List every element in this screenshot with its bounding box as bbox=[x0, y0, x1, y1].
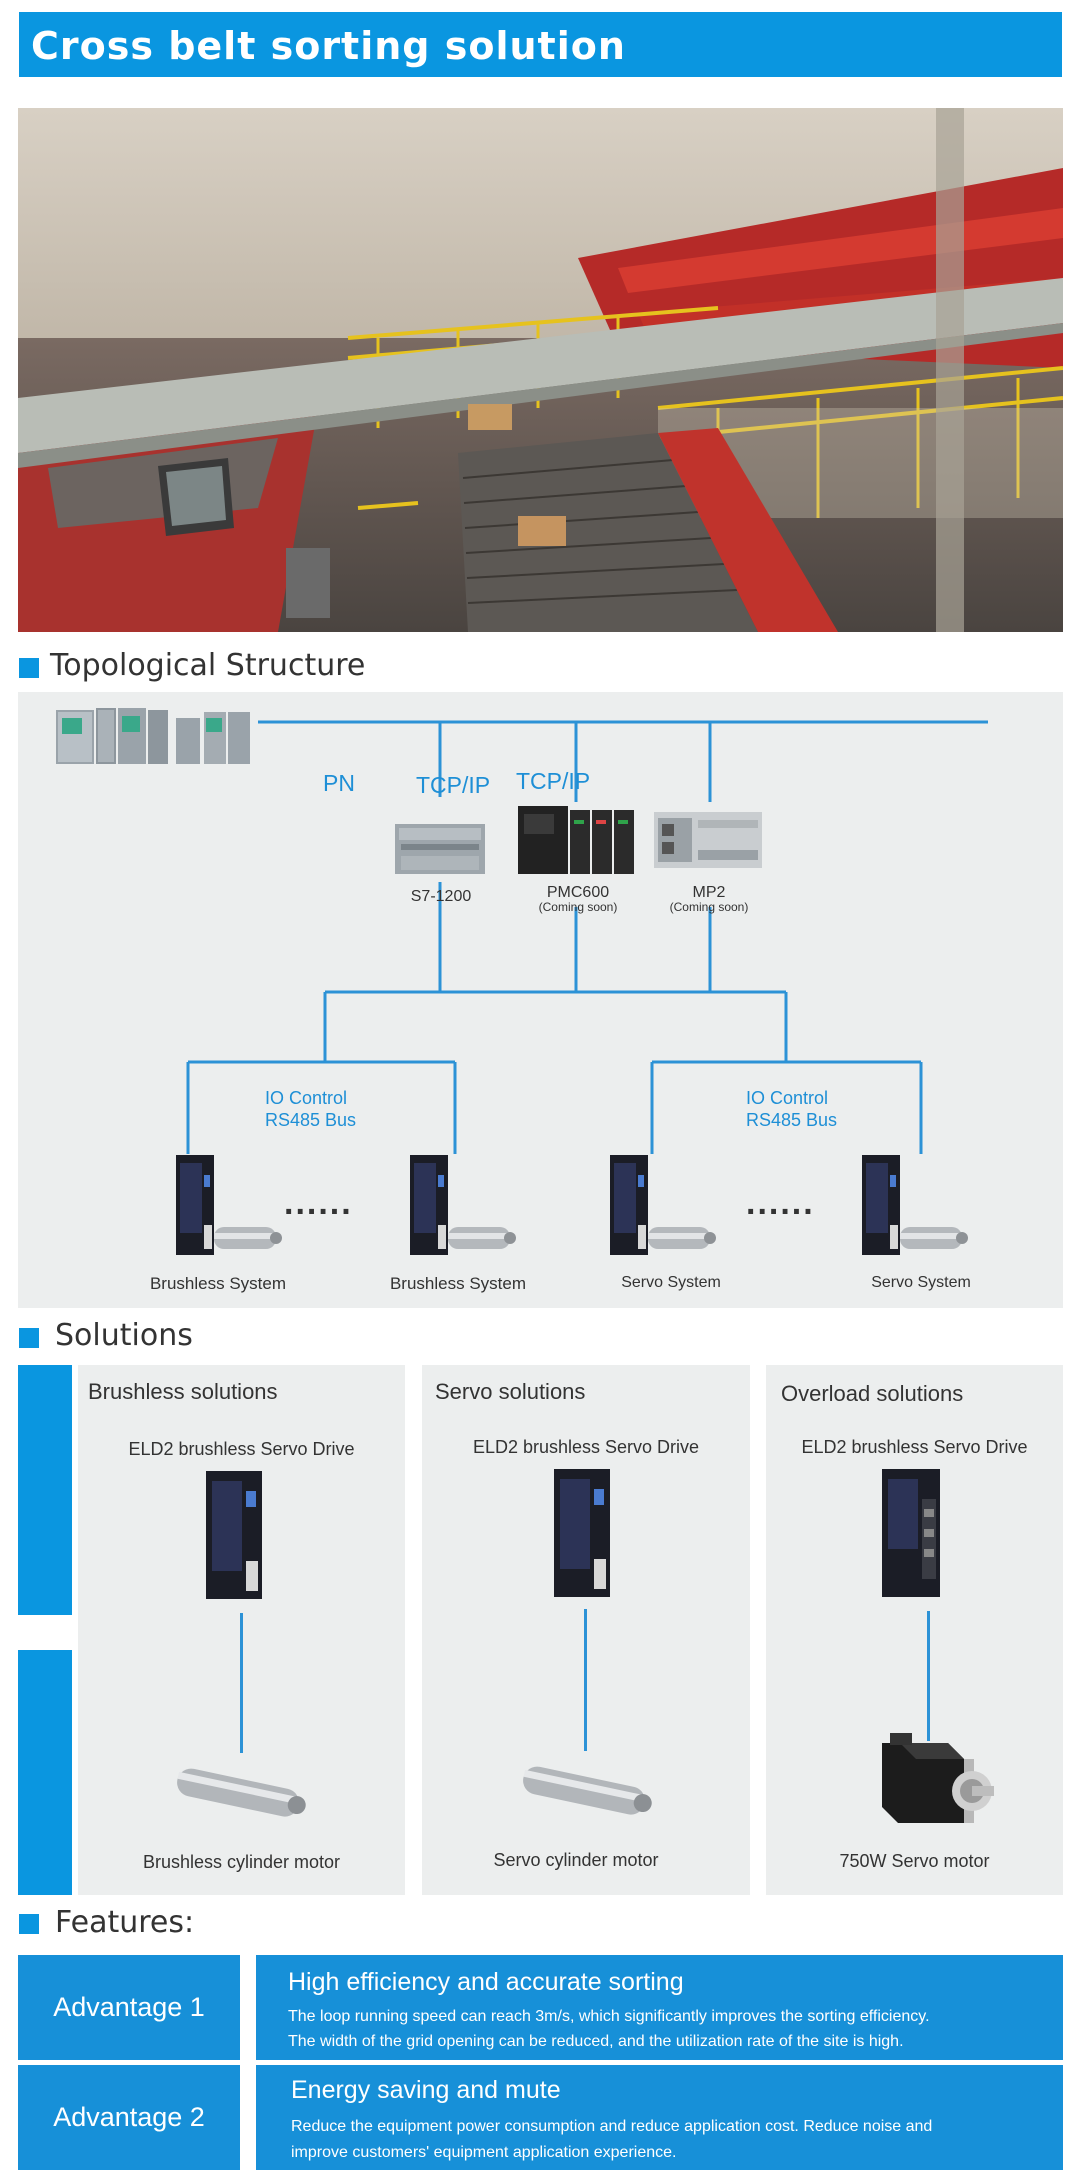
solutions-side-bar-bottom bbox=[18, 1650, 72, 1895]
connector-line bbox=[240, 1613, 243, 1753]
cylinder-motor-icon bbox=[177, 1768, 306, 1817]
section-marker bbox=[19, 1328, 39, 1348]
bus-left-line1: IO Control bbox=[265, 1088, 348, 1108]
solution-panel-servo: Servo solutions ELD2 brushless Servo Dri… bbox=[422, 1365, 750, 1895]
advantage-detail-2: Energy saving and mute Reduce the equipm… bbox=[256, 2065, 1063, 2170]
solution-drive-label: ELD2 brushless Servo Drive bbox=[128, 1439, 355, 1459]
servo-unit-2 bbox=[854, 1155, 974, 1270]
servo-motor-icon bbox=[882, 1733, 994, 1823]
pmc600-icon bbox=[518, 806, 634, 874]
bus-left-line2: RS485 Bus bbox=[265, 1110, 357, 1130]
connector-line bbox=[927, 1611, 930, 1741]
plc-rack-icon bbox=[56, 708, 250, 764]
topology-diagram: PN TCP/IP TCP/IP S7-1200 PMC600 (Coming … bbox=[18, 692, 1063, 1308]
topology-lines bbox=[186, 720, 988, 1154]
sorting-facility-photo bbox=[18, 108, 1063, 632]
bus-right-line1: IO Control bbox=[746, 1088, 829, 1108]
ellipsis-right: ...... bbox=[746, 1184, 815, 1222]
link-label-pn: PN bbox=[323, 770, 355, 796]
servo-drive-icon bbox=[882, 1469, 940, 1597]
solutions-title: Solutions bbox=[55, 1318, 193, 1353]
system-label-3: Servo System bbox=[621, 1274, 721, 1291]
s7-1200-icon bbox=[395, 824, 485, 874]
solution-drive-label: ELD2 brushless Servo Drive bbox=[472, 1437, 700, 1457]
controller-note-pmc600: (Coming soon) bbox=[538, 900, 618, 914]
controller-name-mp2: MP2 bbox=[692, 884, 726, 901]
servo-unit-1 bbox=[602, 1155, 722, 1270]
solution-motor-label: Brushless cylinder motor bbox=[142, 1852, 341, 1872]
servo-drive-icon bbox=[206, 1471, 262, 1599]
advantage-heading-2: Energy saving and mute bbox=[291, 2076, 561, 2104]
solution-motor-label: 750W Servo motor bbox=[839, 1851, 990, 1871]
topology-title: Topological Structure bbox=[50, 648, 366, 683]
solutions-side-bar-top bbox=[18, 1365, 72, 1615]
solution-panel-overload: Overload solutions ELD2 brushless Servo … bbox=[766, 1365, 1063, 1895]
controller-note-mp2: (Coming soon) bbox=[669, 900, 749, 914]
brushless-unit-2 bbox=[402, 1155, 522, 1270]
page-title-bar: Cross belt sorting solution bbox=[19, 12, 1062, 77]
advantage-label-2: Advantage 2 bbox=[18, 2065, 240, 2170]
system-label-1: Brushless System bbox=[149, 1274, 287, 1293]
servo-drive-motor-icon bbox=[410, 1155, 516, 1255]
connector-line bbox=[584, 1609, 587, 1751]
advantage-text-2b: improve customers' equipment application… bbox=[291, 2144, 677, 2161]
link-label-tcp-1: TCP/IP bbox=[416, 772, 491, 798]
bus-label-left: IO Control RS485 Bus bbox=[265, 1087, 356, 1131]
system-label-4: Servo System bbox=[871, 1274, 971, 1291]
system-label-2: Brushless System bbox=[389, 1274, 527, 1293]
solution-title: Overload solutions bbox=[781, 1381, 964, 1406]
solution-drive-label: ELD2 brushless Servo Drive bbox=[801, 1437, 1028, 1457]
mp2-icon bbox=[654, 812, 762, 868]
advantage-text-2a: Reduce the equipment power consumption a… bbox=[291, 2118, 933, 2135]
cylinder-motor-icon bbox=[523, 1766, 652, 1815]
controller-name-s7-1200: S7-1200 bbox=[410, 888, 472, 905]
page-title: Cross belt sorting solution bbox=[31, 24, 626, 68]
link-label-tcp-2: TCP/IP bbox=[516, 768, 591, 794]
solution-title: Servo solutions bbox=[435, 1379, 586, 1404]
features-title: Features: bbox=[55, 1905, 195, 1940]
advantage-label-1: Advantage 1 bbox=[18, 1955, 240, 2060]
servo-drive-icon bbox=[554, 1469, 610, 1597]
controller-name-pmc600: PMC600 bbox=[546, 884, 610, 901]
advantage-text-1a: The loop running speed can reach 3m/s, w… bbox=[288, 2008, 930, 2025]
brushless-unit-1 bbox=[168, 1155, 288, 1270]
servo-drive-motor-icon bbox=[176, 1155, 282, 1255]
servo-drive-motor-icon bbox=[862, 1155, 968, 1255]
bus-label-right: IO Control RS485 Bus bbox=[746, 1087, 837, 1131]
advantage-text-1b: The width of the grid opening can be red… bbox=[288, 2033, 904, 2050]
bus-right-line2: RS485 Bus bbox=[746, 1110, 838, 1130]
advantage-detail-1: High efficiency and accurate sorting The… bbox=[256, 1955, 1063, 2060]
solution-motor-label: Servo cylinder motor bbox=[493, 1850, 659, 1870]
section-marker bbox=[19, 1914, 39, 1934]
solution-title: Brushless solutions bbox=[88, 1379, 278, 1404]
advantage-heading-1: High efficiency and accurate sorting bbox=[288, 1968, 684, 1996]
servo-drive-motor-icon bbox=[610, 1155, 716, 1255]
solution-panel-brushless: Brushless solutions ELD2 brushless Servo… bbox=[78, 1365, 405, 1895]
ellipsis-left: ...... bbox=[284, 1184, 353, 1222]
section-marker bbox=[19, 658, 39, 678]
